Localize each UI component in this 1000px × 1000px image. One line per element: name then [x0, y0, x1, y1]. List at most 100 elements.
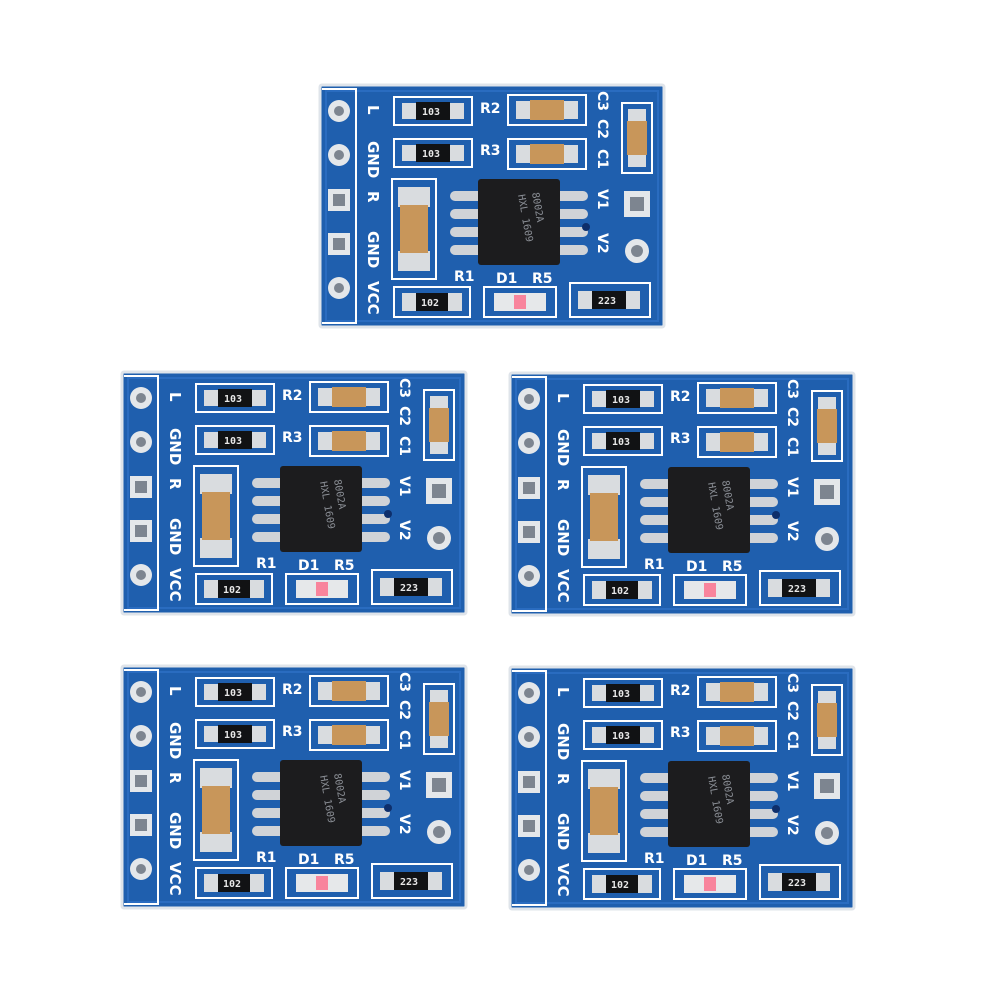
pin-header-left	[130, 387, 152, 586]
led-d1	[285, 573, 359, 605]
pin-pads-right	[426, 772, 452, 844]
label-v1: V1	[784, 771, 800, 792]
silkscreen-text: 223	[598, 296, 616, 307]
pin-label-gnd-2: GND	[554, 519, 572, 556]
label-v2: V2	[784, 815, 800, 836]
pin-label-vcc: VCC	[166, 862, 184, 896]
pin-label-r: R	[554, 773, 572, 785]
silkscreen-text: 8002A	[331, 773, 347, 805]
label-r5: R5	[334, 852, 355, 868]
pin-pads-right	[426, 478, 452, 550]
label-c2: C2	[594, 119, 610, 139]
pin-header-left	[518, 682, 540, 881]
label-d1: D1	[686, 853, 707, 869]
label-c1: C1	[784, 731, 800, 751]
capacitor-left-large	[193, 465, 239, 567]
pin-label-gnd-2: GND	[554, 813, 572, 850]
capacitor-top	[697, 676, 777, 708]
capacitor-left-large	[193, 759, 239, 861]
pin-label-vcc: VCC	[166, 568, 184, 602]
label-r3: R3	[480, 143, 501, 159]
resistor-r3: 103	[583, 720, 663, 750]
label-r1: R1	[256, 556, 277, 572]
silkscreen-text: 103	[224, 730, 242, 741]
amplifier-board-bottom-left: L GND R GND VCC 103 R2 103 R3	[120, 664, 468, 910]
label-c3: C3	[396, 672, 412, 692]
resistor-r2: 103	[583, 384, 663, 414]
resistor-r3: 103	[583, 426, 663, 456]
silkscreen-text: 103	[224, 688, 242, 699]
pin-header-left	[518, 388, 540, 587]
resistor-r1: 102	[583, 868, 661, 900]
label-v1: V1	[594, 189, 610, 210]
resistor-r1: 102	[195, 573, 273, 605]
capacitor-mid	[309, 425, 389, 457]
silkscreen-text: 223	[788, 584, 806, 595]
label-c1: C1	[396, 730, 412, 750]
pin-label-r: R	[364, 191, 382, 203]
amplifier-board-middle-right: L GND R GND VCC 103 R2 103 R3	[508, 371, 856, 617]
label-r1: R1	[644, 851, 665, 867]
pin-label-r: R	[554, 479, 572, 491]
label-r2: R2	[282, 682, 303, 698]
pin-label-gnd-1: GND	[166, 722, 184, 759]
silkscreen-text: 103	[612, 437, 630, 448]
resistor-r5: 223	[759, 570, 841, 606]
resistor-r3: 103	[195, 719, 275, 749]
capacitor-right	[423, 389, 455, 461]
amplifier-chip: 8002A HXL 1609	[252, 760, 390, 846]
pin-label-vcc: VCC	[554, 569, 572, 603]
capacitor-left-large	[581, 466, 627, 568]
label-c1: C1	[396, 436, 412, 456]
resistor-r2: 103	[583, 678, 663, 708]
label-r3: R3	[282, 430, 303, 446]
silkscreen-text: 103	[612, 689, 630, 700]
amplifier-board-top: L GND R GND VCC 103 R2 103 R3	[318, 83, 666, 329]
pin-label-gnd-1: GND	[554, 723, 572, 760]
pin-label-l: L	[166, 392, 184, 402]
pin-label-l: L	[554, 687, 572, 697]
capacitor-top	[507, 94, 587, 126]
pin-label-gnd-2: GND	[166, 812, 184, 849]
pin-label-r: R	[166, 478, 184, 490]
pin-header-left	[328, 100, 350, 299]
label-r1: R1	[644, 557, 665, 573]
amplifier-chip: 8002A HXL 1609	[640, 467, 778, 553]
label-r2: R2	[670, 389, 691, 405]
pin-label-vcc: VCC	[554, 863, 572, 897]
pin-label-l: L	[554, 393, 572, 403]
silkscreen-text: 8002A	[331, 479, 347, 511]
silkscreen-text: 223	[400, 583, 418, 594]
silkscreen-text: 103	[224, 394, 242, 405]
capacitor-left-large	[391, 178, 437, 280]
resistor-r1: 102	[393, 286, 471, 318]
capacitor-top	[309, 381, 389, 413]
silkscreen-text: 102	[611, 586, 629, 597]
capacitor-top	[309, 675, 389, 707]
capacitor-mid	[697, 720, 777, 752]
resistor-r2: 103	[393, 96, 473, 126]
label-r2: R2	[480, 101, 501, 117]
label-r5: R5	[532, 271, 553, 287]
pin-label-gnd-1: GND	[364, 141, 382, 178]
label-d1: D1	[298, 558, 319, 574]
pin-pads-right	[624, 191, 650, 263]
label-c3: C3	[396, 378, 412, 398]
pin-label-vcc: VCC	[364, 281, 382, 315]
silkscreen-text: 103	[612, 395, 630, 406]
label-c2: C2	[396, 406, 412, 426]
pin-label-gnd-1: GND	[554, 429, 572, 466]
silkscreen-text: 223	[400, 877, 418, 888]
amplifier-chip: 8002A HXL 1609	[640, 761, 778, 847]
amplifier-chip: 8002A HXL 1609	[450, 179, 588, 265]
resistor-r5: 223	[371, 863, 453, 899]
led-d1	[673, 574, 747, 606]
label-d1: D1	[496, 271, 517, 287]
resistor-r1: 102	[195, 867, 273, 899]
label-r2: R2	[670, 683, 691, 699]
label-v1: V1	[396, 770, 412, 791]
silkscreen-text: 8002A	[719, 774, 735, 806]
pin-label-l: L	[364, 105, 382, 115]
label-c2: C2	[396, 700, 412, 720]
resistor-r3: 103	[195, 425, 275, 455]
